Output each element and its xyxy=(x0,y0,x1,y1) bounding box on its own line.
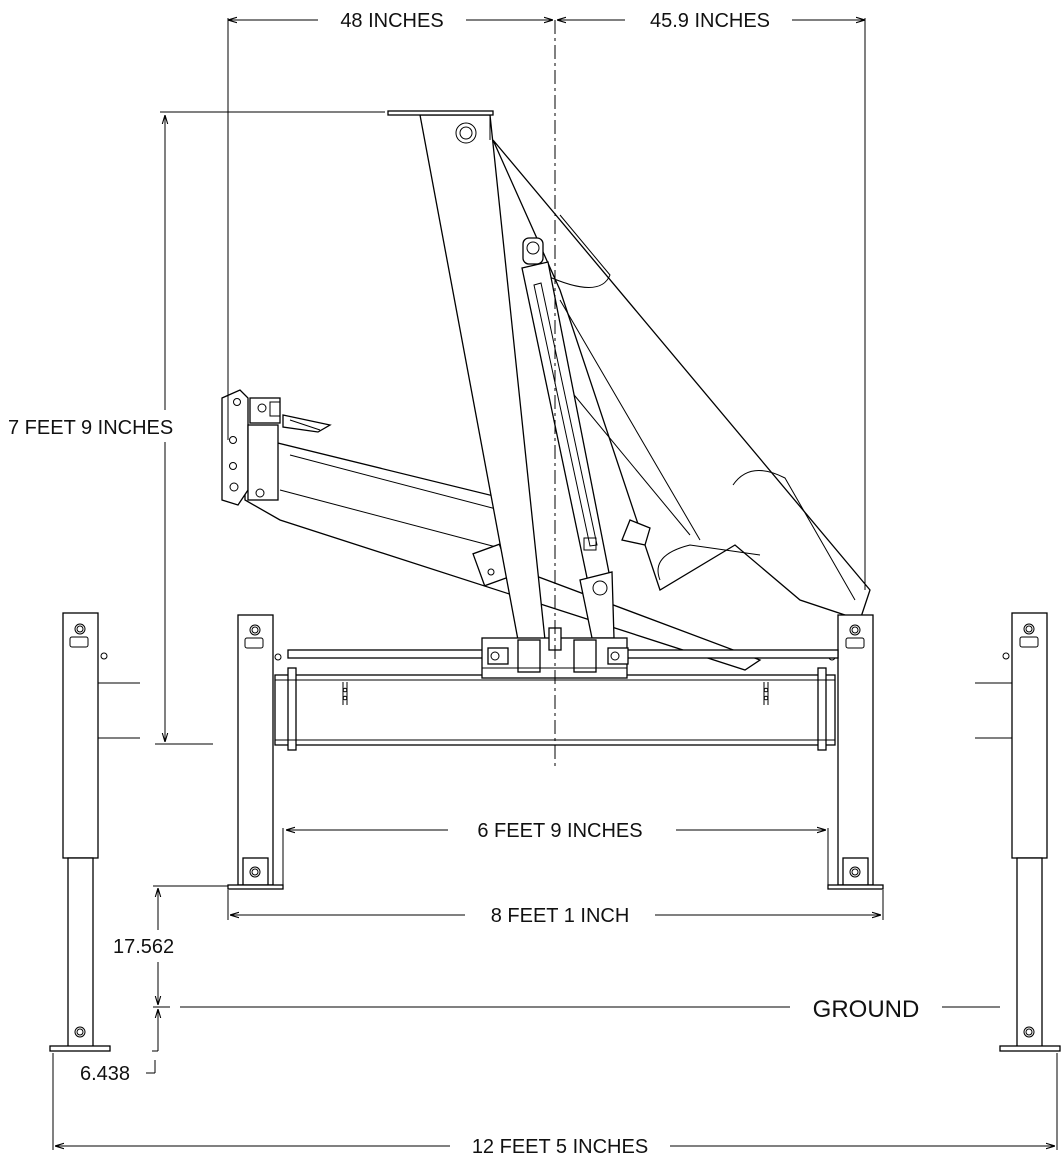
dimension-annotations: 48 INCHES 45.9 INCHES 7 FEET 9 INCHES 6 … xyxy=(8,10,1058,1158)
dimension-label-12-feet-5-inches: 12 FEET 5 INCHES xyxy=(472,1136,648,1158)
right-outrigger-leg xyxy=(827,614,884,890)
dimension-label-6-438: 6.438 xyxy=(80,1063,130,1085)
dimension-6-438: 6.438 xyxy=(80,1009,158,1085)
crane-body xyxy=(49,20,1061,1052)
main-boom xyxy=(492,139,871,621)
dimension-17-562: 17.562 xyxy=(113,885,228,1005)
dimension-label-48-inches: 48 INCHES xyxy=(340,10,443,32)
dimension-6-feet-9-inches: 6 FEET 9 INCHES xyxy=(282,820,829,885)
right-beam-bracket xyxy=(763,682,769,705)
dimension-45-9-inches: 45.9 INCHES xyxy=(557,10,866,590)
dimension-label-45-9-inches: 45.9 INCHES xyxy=(650,10,770,32)
ground-line: GROUND xyxy=(153,996,1000,1023)
left-outrigger-leg xyxy=(227,614,284,890)
dimension-8-feet-1-inch: 8 FEET 1 INCH xyxy=(227,890,884,927)
dimension-label-8-feet-1-inch: 8 FEET 1 INCH xyxy=(491,905,630,927)
hydraulic-cylinder xyxy=(521,237,615,639)
dimension-7-feet-9-inches: 7 FEET 9 INCHES xyxy=(8,111,385,745)
right-outrigger-leg-extended xyxy=(975,612,1061,1052)
dimension-label-6-feet-9-inches: 6 FEET 9 INCHES xyxy=(477,820,642,842)
left-beam-bracket xyxy=(342,682,348,705)
dimension-label-7-feet-9-inches: 7 FEET 9 INCHES xyxy=(8,417,173,439)
ground-label: GROUND xyxy=(813,996,920,1023)
dimension-12-feet-5-inches: 12 FEET 5 INCHES xyxy=(52,1053,1058,1158)
dimension-48-inches: 48 INCHES xyxy=(227,10,553,440)
left-outrigger-leg-extended xyxy=(49,612,140,1052)
dimension-label-17-562: 17.562 xyxy=(113,936,174,958)
